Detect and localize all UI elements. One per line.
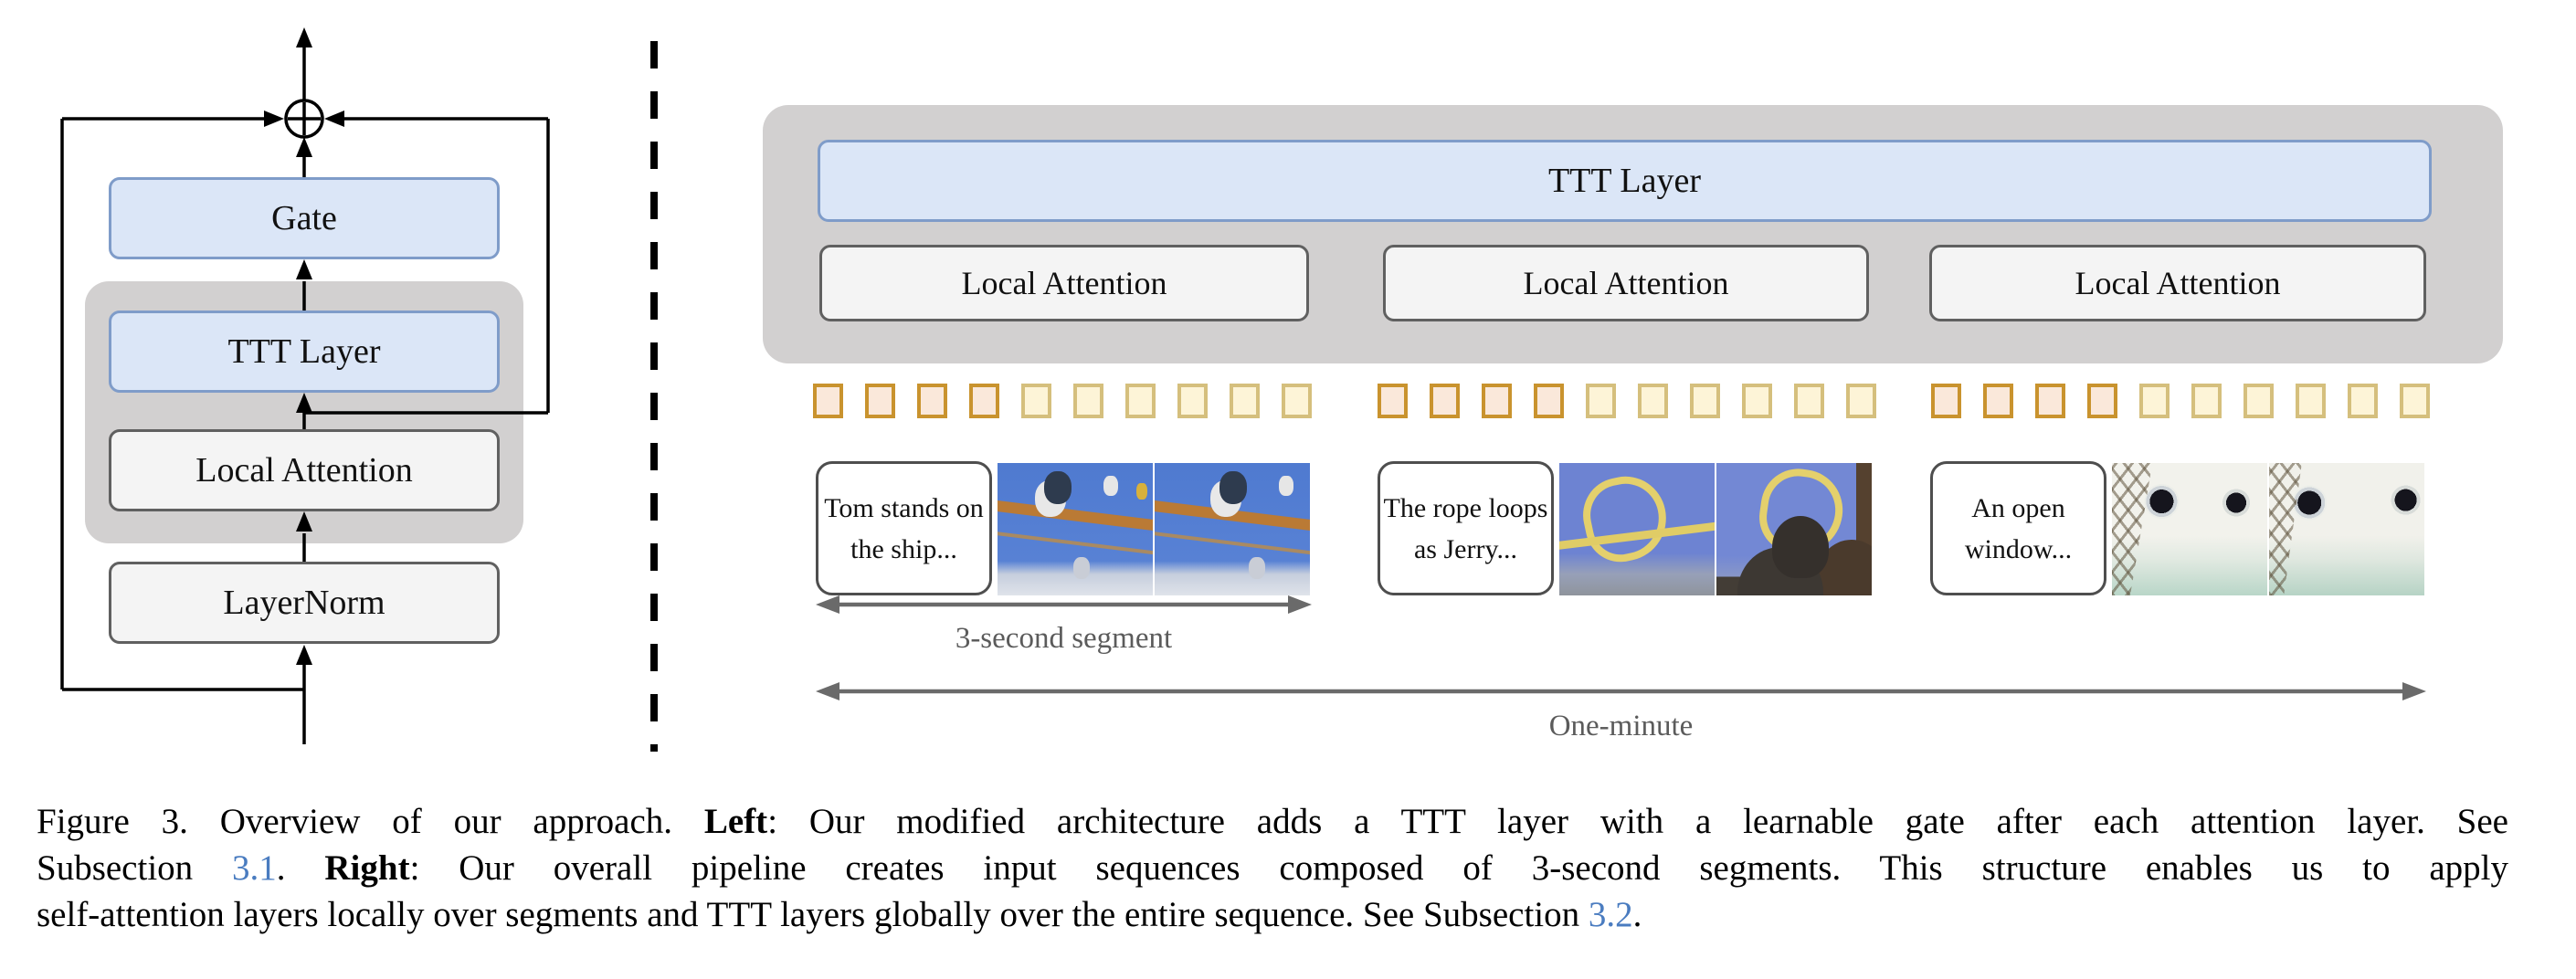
ttt-layer-box-right: TTT Layer: [818, 140, 2432, 222]
token-square: [1534, 384, 1564, 418]
token-square: [2348, 384, 2378, 418]
token-square: [1378, 384, 1408, 418]
token-square: [1021, 384, 1051, 418]
local-attention-label: Local Attention: [961, 265, 1167, 301]
layernorm-box: LayerNorm: [109, 562, 500, 644]
token-square: [2243, 384, 2274, 418]
token-square: [1846, 384, 1876, 418]
token-square: [1430, 384, 1460, 418]
token-square: [1230, 384, 1260, 418]
ttt-layer-box-left: TTT Layer: [109, 311, 500, 393]
local-attention-box-1: Local Attention: [819, 245, 1309, 321]
token-square: [1690, 384, 1720, 418]
video-frame-tom-ship-b: [1155, 463, 1310, 595]
segment-arrow-label: 3-second segment: [955, 622, 1173, 655]
caption-text: : Our overall pipeline creates input seq…: [409, 848, 2509, 888]
prompt-line: The rope loops: [1383, 492, 1548, 523]
token-square: [1482, 384, 1512, 418]
token-square: [969, 384, 999, 418]
local-attention-box-3: Local Attention: [1929, 245, 2426, 321]
video-frame-window-a: [2112, 463, 2267, 595]
ttt-layer-label: TTT Layer: [1547, 162, 1702, 200]
token-row-2: [1378, 384, 1876, 418]
caption-text: .: [276, 848, 325, 888]
minute-arrow-label: One-minute: [1548, 710, 1694, 742]
caption-text: Figure 3. Overview of our approach.: [37, 802, 704, 841]
local-attention-label: Local Attention: [195, 451, 413, 490]
token-square: [917, 384, 947, 418]
token-square: [2035, 384, 2065, 418]
prompt-line: the ship...: [850, 533, 957, 564]
token-row-3: [1931, 384, 2430, 418]
token-square: [1983, 384, 2013, 418]
video-frame-window-b: [2269, 463, 2424, 595]
video-frame-rope-a: [1559, 463, 1715, 595]
video-frame-rope-b: [1716, 463, 1872, 595]
caption-text: self-attention layers locally over segme…: [37, 895, 1589, 934]
caption-line-2: Subsection 3.1. Right: Our overall pipel…: [37, 845, 2508, 891]
caption-line-1: Figure 3. Overview of our approach. Left…: [37, 798, 2508, 845]
caption-bold-left: Left: [703, 802, 768, 841]
token-square: [1638, 384, 1668, 418]
token-square: [2400, 384, 2430, 418]
local-attention-label: Local Attention: [2075, 265, 2281, 301]
gate-label: Gate: [271, 199, 337, 237]
local-attention-box-2: Local Attention: [1383, 245, 1869, 321]
local-attention-label: Local Attention: [1523, 265, 1729, 301]
subsection-3-2-link[interactable]: 3.2: [1588, 895, 1633, 934]
gate-box: Gate: [109, 177, 500, 259]
segment-3-prompt: An open window...: [1930, 461, 2106, 595]
token-row-1: [813, 384, 1312, 418]
video-frame-tom-ship-a: [998, 463, 1153, 595]
token-square: [1073, 384, 1103, 418]
token-square: [1282, 384, 1312, 418]
segment-2-prompt: The rope loops as Jerry...: [1378, 461, 1554, 595]
caption-text: : Our modified architecture adds a TTT l…: [767, 802, 2508, 841]
token-square: [1125, 384, 1156, 418]
token-square: [2139, 384, 2170, 418]
token-square: [1742, 384, 1772, 418]
token-square: [1931, 384, 1961, 418]
segment-1: Tom stands on the ship...: [816, 461, 1310, 595]
prompt-line: Tom stands on: [824, 492, 984, 523]
add-circle-icon: [284, 99, 324, 139]
token-square: [2087, 384, 2117, 418]
layernorm-label: LayerNorm: [223, 584, 385, 622]
caption-bold-right: Right: [324, 848, 410, 888]
prompt-line: An open: [1971, 492, 2065, 523]
segment-1-prompt: Tom stands on the ship...: [816, 461, 992, 595]
segment-3: An open window...: [1930, 461, 2424, 595]
caption-text: Subsection: [37, 848, 233, 888]
local-attention-box-left: Local Attention: [109, 429, 500, 511]
token-square: [2296, 384, 2326, 418]
token-square: [1177, 384, 1208, 418]
token-square: [865, 384, 895, 418]
caption-line-3: self-attention layers locally over segme…: [37, 891, 2508, 938]
prompt-line: as Jerry...: [1413, 533, 1517, 564]
token-square: [2191, 384, 2222, 418]
token-square: [1586, 384, 1616, 418]
segment-2: The rope loops as Jerry...: [1378, 461, 1872, 595]
caption-text: .: [1632, 895, 1642, 934]
token-square: [1794, 384, 1824, 418]
figure-caption: Figure 3. Overview of our approach. Left…: [37, 798, 2508, 938]
subsection-3-1-link[interactable]: 3.1: [232, 848, 277, 888]
prompt-line: window...: [1964, 533, 2073, 564]
dashed-divider: [650, 41, 658, 752]
ttt-layer-label: TTT Layer: [227, 332, 381, 371]
token-square: [813, 384, 843, 418]
